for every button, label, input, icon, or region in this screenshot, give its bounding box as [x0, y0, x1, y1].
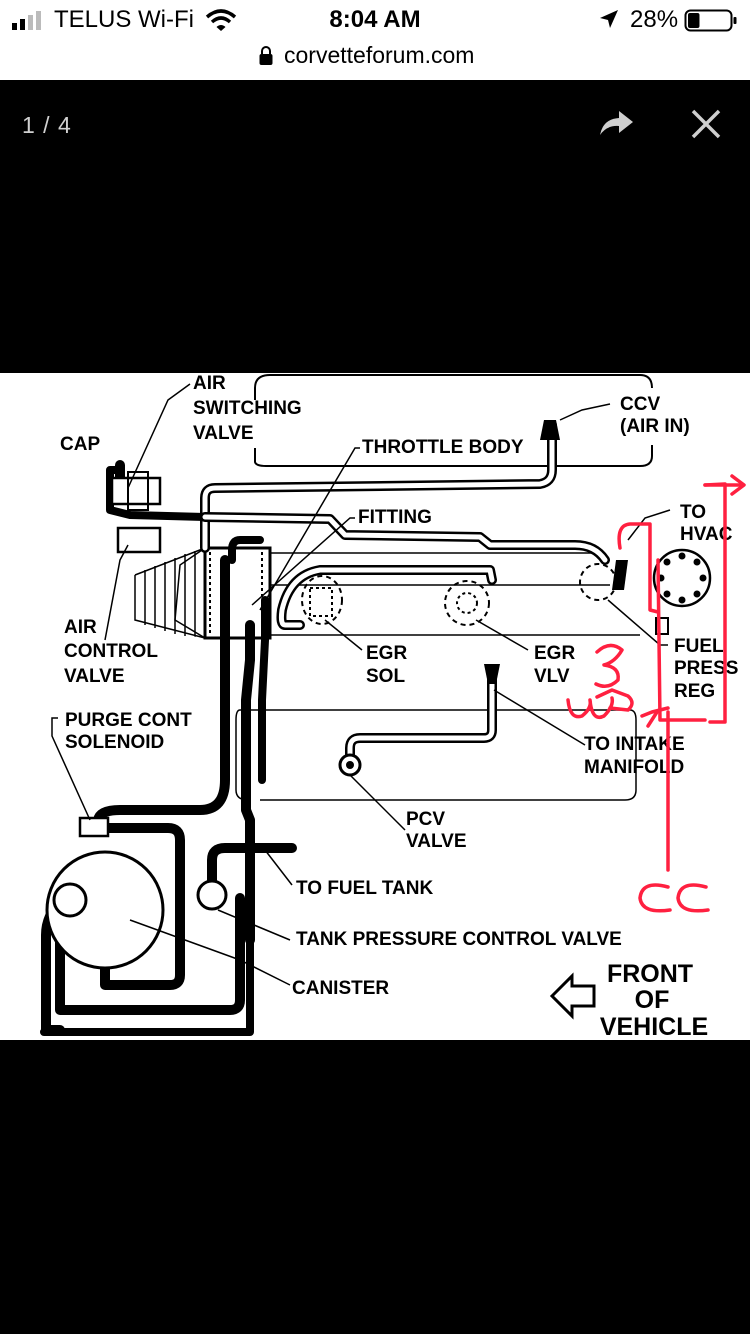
- label-ccv-2: (AIR IN): [620, 416, 690, 437]
- carrier-name: TELUS Wi-Fi: [54, 6, 194, 33]
- red-annotation-marks: [566, 474, 746, 913]
- clock: 8:04 AM: [329, 6, 421, 33]
- image-counter: 1 / 4: [22, 112, 72, 138]
- label-egr-sol-2: SOL: [366, 666, 405, 687]
- label-front-1: FRONT: [607, 960, 693, 988]
- label-front-2: OF: [635, 986, 670, 1014]
- url-text[interactable]: corvetteforum.com: [284, 42, 475, 68]
- label-fuel-press-reg-1: FUEL: [674, 636, 724, 657]
- label-air-switching-3: VALVE: [193, 423, 254, 444]
- close-icon[interactable]: [690, 108, 722, 140]
- battery-icon: [684, 9, 737, 32]
- label-to-hvac-2: HVAC: [680, 524, 733, 545]
- label-to-fuel-tank: TO FUEL TANK: [296, 878, 434, 899]
- label-egr-vlv-1: EGR: [534, 643, 575, 664]
- label-pcv-1: PCV: [406, 809, 445, 830]
- cellular-signal-icon: [12, 11, 41, 30]
- label-canister: CANISTER: [292, 978, 389, 999]
- label-pcv-2: VALVE: [406, 831, 467, 852]
- vacuum-hose-diagram: CAP AIR SWITCHING VALVE THROTTLE BODY CC…: [40, 373, 746, 1041]
- label-egr-vlv-2: VLV: [534, 666, 570, 687]
- label-purge-cont-1: PURGE CONT: [65, 710, 192, 731]
- label-egr-sol-1: EGR: [366, 643, 407, 664]
- label-throttle-body: THROTTLE BODY: [362, 437, 524, 458]
- label-air-control-1: AIR: [64, 617, 97, 638]
- wifi-icon: [205, 9, 237, 31]
- diagram-image: CAP AIR SWITCHING VALVE THROTTLE BODY CC…: [0, 373, 750, 1041]
- viewer-background-bottom: [0, 1040, 750, 1334]
- label-tank-pressure: TANK PRESSURE CONTROL VALVE: [296, 929, 622, 950]
- label-fuel-press-reg-3: REG: [674, 681, 715, 702]
- label-air-switching-1: AIR: [193, 373, 226, 394]
- label-intake-manifold-1: TO INTAKE: [584, 734, 685, 755]
- label-fitting: FITTING: [358, 507, 432, 528]
- label-purge-cont-2: SOLENOID: [65, 732, 164, 753]
- label-air-control-3: VALVE: [64, 666, 125, 687]
- label-air-switching-2: SWITCHING: [193, 398, 302, 419]
- label-to-hvac-1: TO: [680, 502, 706, 523]
- lock-icon: [259, 46, 273, 65]
- front-arrow-icon: [549, 972, 596, 1020]
- status-bar: TELUS Wi-Fi 8:04 AM 28%: [0, 0, 750, 40]
- label-fuel-press-reg-2: PRESS: [674, 658, 738, 679]
- share-icon[interactable]: [597, 107, 637, 139]
- location-arrow-icon: [600, 10, 618, 28]
- viewer-background-top: [0, 80, 750, 373]
- label-ccv-1: CCV: [620, 394, 660, 415]
- battery-percent: 28%: [630, 6, 679, 33]
- label-intake-manifold-2: MANIFOLD: [584, 757, 684, 778]
- label-cap: CAP: [60, 434, 100, 455]
- label-front-3: VEHICLE: [600, 1013, 708, 1040]
- address-bar[interactable]: corvetteforum.com: [0, 40, 750, 80]
- label-air-control-2: CONTROL: [64, 641, 158, 662]
